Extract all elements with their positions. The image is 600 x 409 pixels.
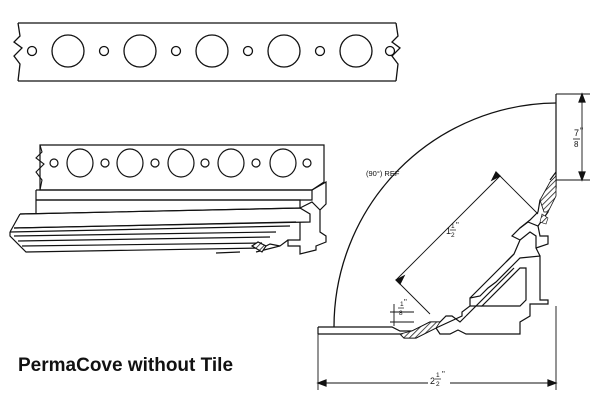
small-denominator: 8 (399, 310, 403, 317)
seal-upper (539, 175, 557, 213)
iso-flange (39, 144, 325, 191)
width-dimension-label: 2 1 2 " (428, 370, 450, 388)
isometric-profile-view (9, 144, 327, 255)
base-leg (318, 315, 467, 332)
ref-angle-text: (90°) REF (366, 169, 400, 178)
small-unit: " (404, 298, 407, 307)
diag-unit: " (456, 221, 459, 230)
diag-whole: 1 (446, 226, 451, 236)
depth-denominator: 8 (574, 140, 579, 149)
break-line-right (391, 22, 401, 82)
diag-numerator: 1 (451, 223, 455, 230)
width-whole: 2 (430, 376, 435, 386)
width-unit: " (442, 370, 445, 379)
iso-flange-holes (49, 148, 312, 178)
depth-numerator: 7 (574, 128, 579, 138)
section-view (316, 92, 590, 390)
ref-arc (333, 102, 557, 328)
caption-title: PermaCove without Tile (18, 355, 234, 376)
depth-unit: " (580, 126, 583, 136)
width-denominator: 2 (436, 381, 440, 388)
dim-line-diagonal (395, 175, 501, 281)
small-numerator: 1 (400, 301, 404, 308)
diagonal-dimension-label: 1 1 2 " (446, 221, 459, 239)
ref-angle-label: (90°) REF (366, 169, 400, 178)
width-numerator: 1 (436, 372, 440, 379)
diag-denominator: 2 (451, 232, 455, 239)
small-dimension-label: 1 8 " (398, 298, 407, 317)
perforated-strip-top-view (13, 22, 401, 82)
seal-lower (399, 321, 441, 339)
profile-body (435, 255, 549, 335)
depth-dimension-label: 7 8 " (573, 126, 583, 149)
break-line-left (13, 22, 23, 82)
strip-holes (26, 34, 396, 68)
